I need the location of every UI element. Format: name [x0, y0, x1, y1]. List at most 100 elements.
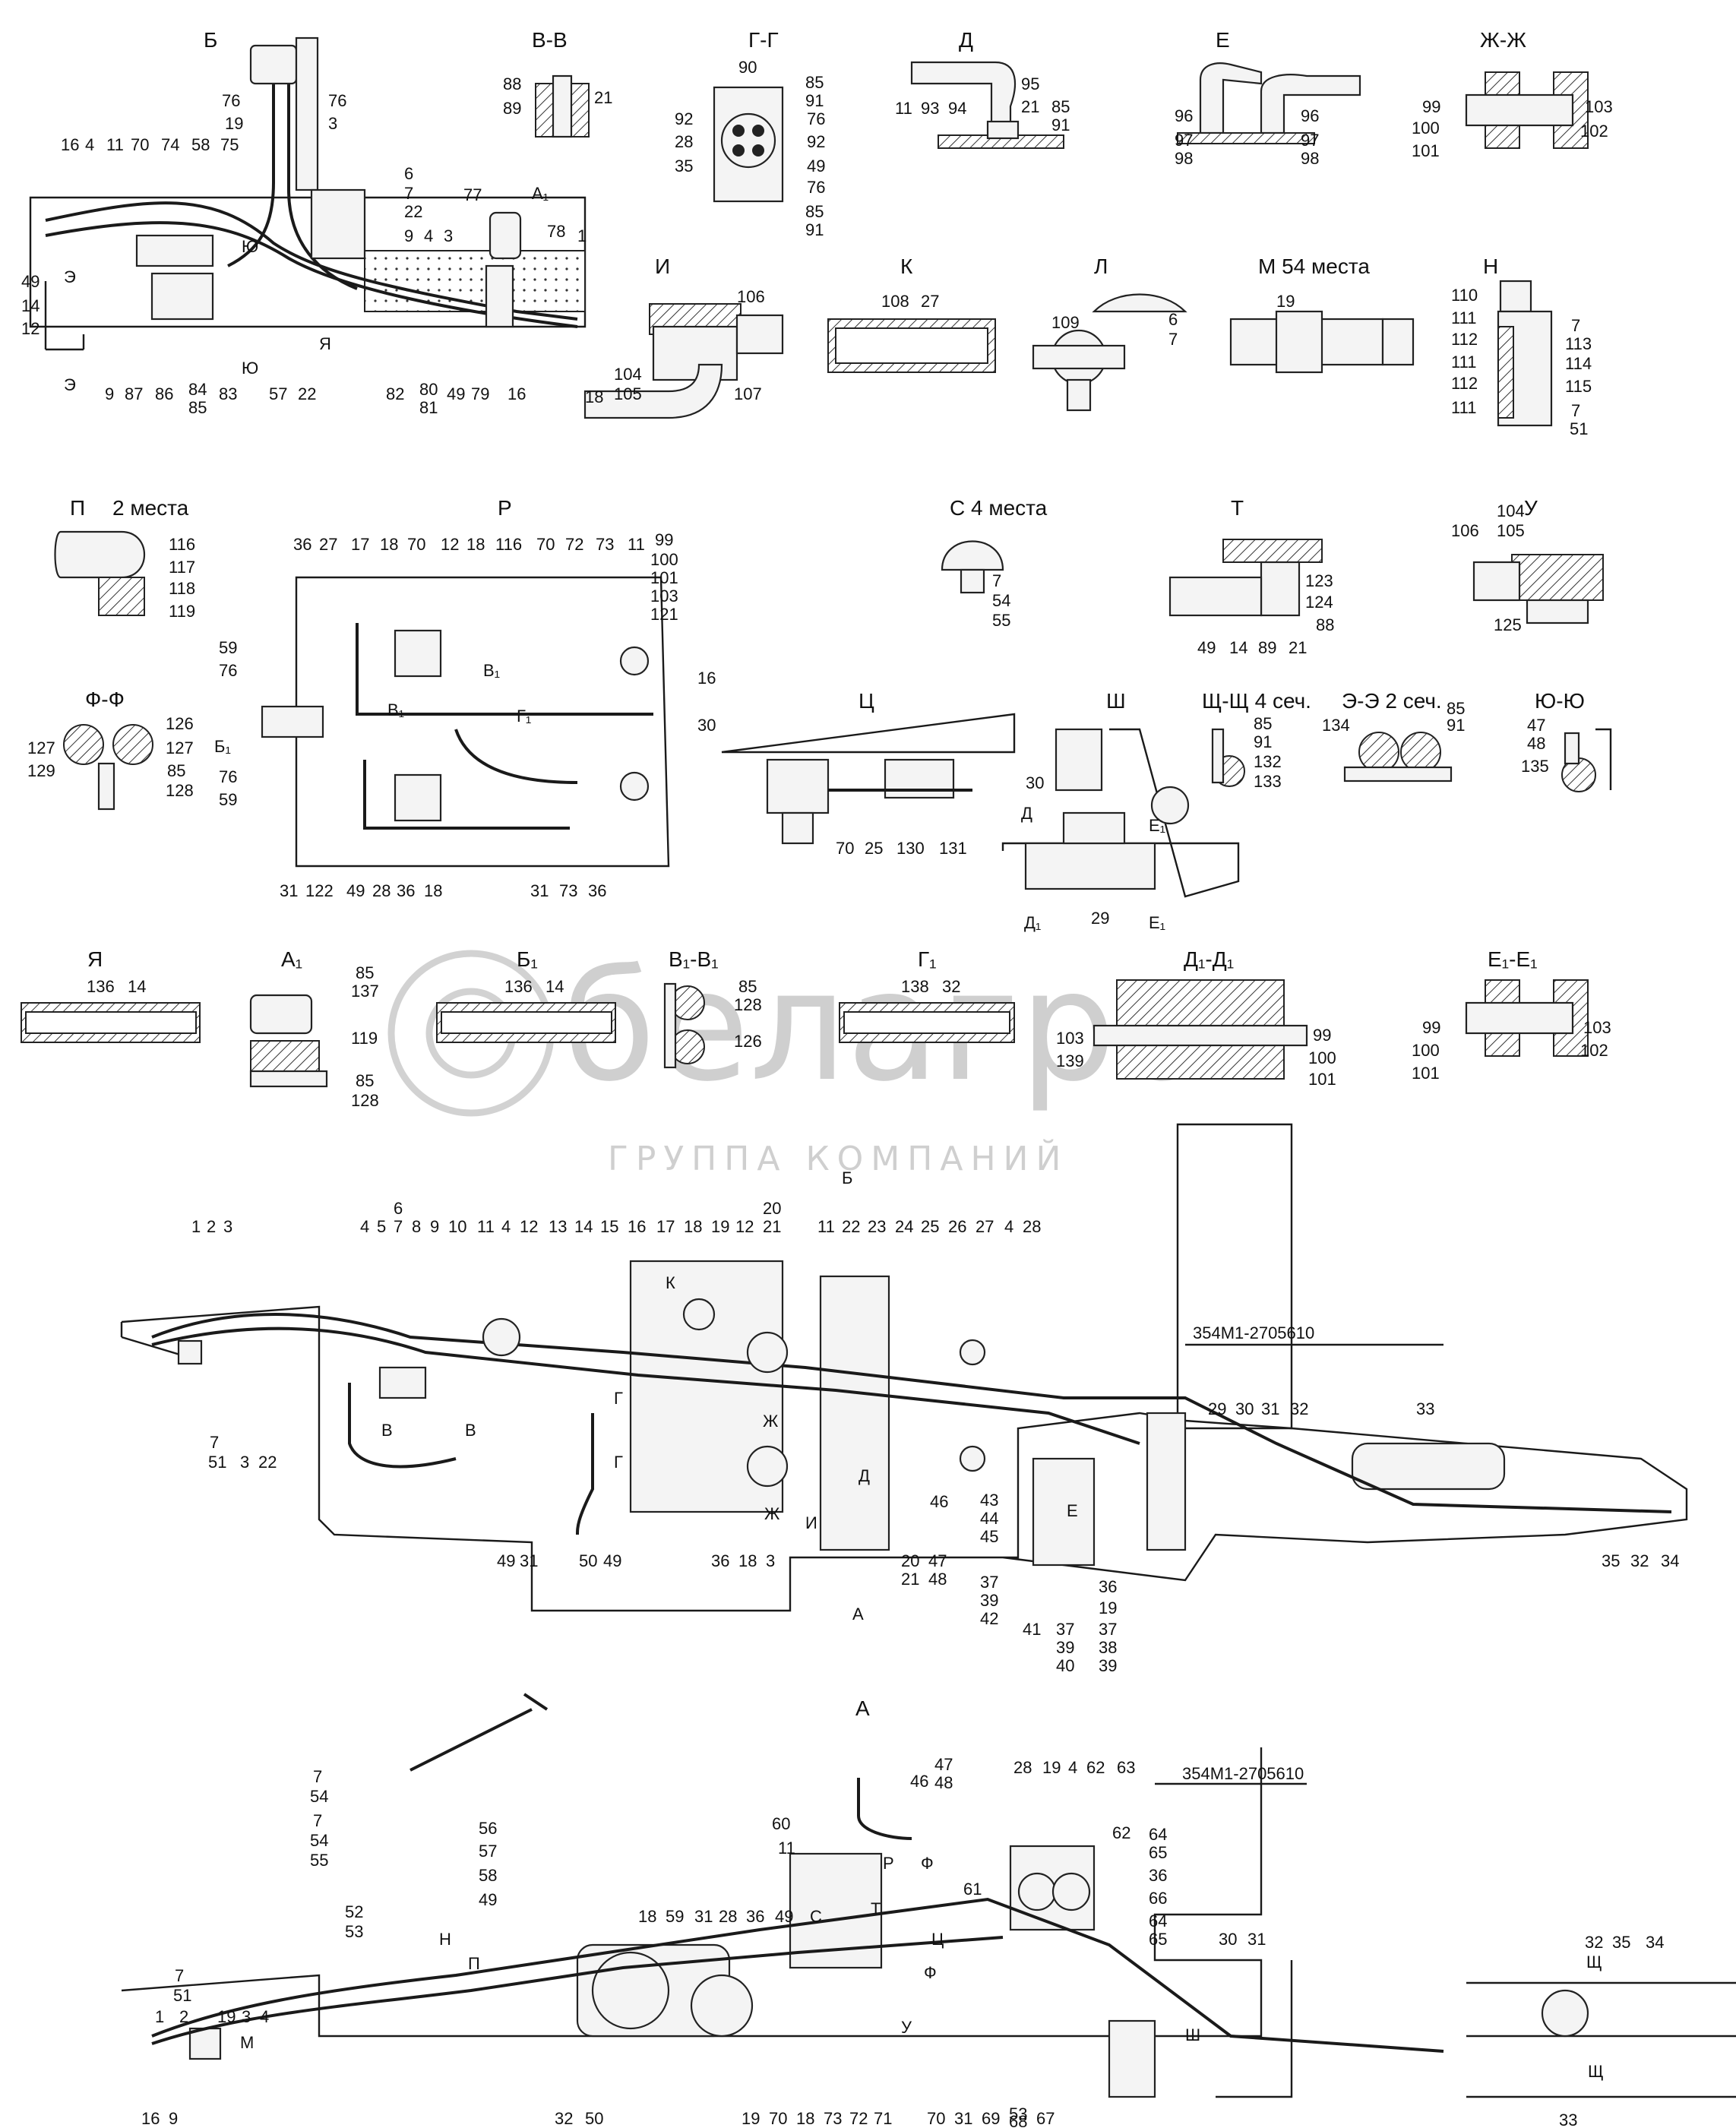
svg-text:28: 28	[675, 132, 693, 151]
svg-text:17: 17	[351, 535, 369, 554]
view-d-title: Д	[959, 28, 973, 52]
svg-text:32: 32	[1630, 1551, 1649, 1570]
svg-text:49: 49	[447, 384, 465, 403]
svg-text:102: 102	[1580, 1041, 1608, 1060]
svg-text:76: 76	[328, 91, 346, 110]
svg-text:18: 18	[585, 387, 603, 406]
svg-text:Я: Я	[319, 334, 331, 353]
svg-text:7: 7	[404, 184, 413, 203]
svg-text:2: 2	[179, 2007, 188, 2026]
svg-text:47: 47	[934, 1755, 953, 1774]
svg-text:14: 14	[1229, 638, 1247, 657]
svg-text:136: 136	[87, 977, 115, 996]
svg-text:33: 33	[1416, 1399, 1434, 1418]
svg-text:27: 27	[921, 292, 939, 311]
svg-text:27: 27	[976, 1217, 994, 1236]
svg-text:122: 122	[305, 881, 334, 900]
svg-text:72: 72	[849, 2109, 868, 2128]
svg-text:25: 25	[865, 839, 883, 858]
svg-text:70: 70	[131, 135, 149, 154]
view-ts-title: Ц	[859, 689, 874, 713]
svg-text:39: 39	[1056, 1638, 1074, 1657]
svg-text:88: 88	[503, 74, 521, 93]
svg-text:98: 98	[1301, 149, 1319, 168]
svg-text:54: 54	[310, 1831, 328, 1850]
svg-text:9: 9	[404, 226, 413, 245]
view-sh-title: Ш	[1106, 689, 1126, 713]
svg-text:57: 57	[269, 384, 287, 403]
lower-part-number: 354М1-2705610	[1182, 1764, 1304, 1783]
svg-text:65: 65	[1149, 1930, 1167, 1949]
svg-text:127: 127	[27, 738, 55, 757]
svg-text:32: 32	[1585, 1933, 1603, 1952]
svg-text:49: 49	[479, 1890, 497, 1909]
svg-text:115: 115	[1565, 377, 1592, 396]
svg-text:103: 103	[1583, 1018, 1611, 1037]
view-i-title: И	[655, 255, 670, 278]
svg-text:85: 85	[805, 73, 824, 92]
svg-text:82: 82	[386, 384, 404, 403]
svg-text:101: 101	[1412, 1064, 1440, 1083]
view-r-title: Р	[498, 496, 512, 520]
svg-text:130: 130	[896, 839, 925, 858]
svg-text:86: 86	[155, 384, 173, 403]
svg-text:36: 36	[746, 1907, 764, 1926]
svg-text:124: 124	[1305, 593, 1333, 612]
svg-text:137: 137	[351, 982, 379, 1001]
svg-text:103: 103	[1056, 1029, 1084, 1048]
svg-text:1: 1	[577, 226, 587, 245]
svg-text:68: 68	[1009, 2112, 1027, 2128]
svg-text:77: 77	[463, 185, 482, 204]
svg-text:Е: Е	[1067, 1501, 1078, 1520]
svg-text:99: 99	[1313, 1026, 1331, 1045]
svg-text:97: 97	[1301, 131, 1319, 150]
svg-text:Г: Г	[614, 1453, 623, 1472]
svg-text:7: 7	[1168, 330, 1178, 349]
svg-text:88: 88	[1316, 615, 1334, 634]
svg-text:1: 1	[191, 1217, 201, 1236]
svg-text:73: 73	[559, 881, 577, 900]
svg-text:92: 92	[675, 109, 693, 128]
svg-text:37: 37	[980, 1573, 998, 1592]
svg-text:7: 7	[992, 571, 1001, 590]
svg-text:85: 85	[805, 202, 824, 221]
svg-text:55: 55	[310, 1851, 328, 1870]
svg-text:87: 87	[125, 384, 143, 403]
view-yuyu-title: Ю-Ю	[1535, 689, 1585, 713]
svg-text:Р: Р	[883, 1854, 894, 1873]
svg-text:Б: Б	[842, 1168, 852, 1187]
svg-text:7: 7	[1571, 316, 1580, 335]
svg-text:4: 4	[1068, 1758, 1077, 1777]
svg-text:22: 22	[258, 1453, 277, 1472]
svg-text:128: 128	[734, 995, 762, 1014]
svg-text:100: 100	[1308, 1048, 1336, 1067]
svg-text:30: 30	[1235, 1399, 1254, 1418]
svg-text:101: 101	[1308, 1070, 1336, 1089]
svg-text:36: 36	[293, 535, 311, 554]
svg-text:126: 126	[734, 1032, 762, 1051]
svg-text:96: 96	[1301, 106, 1319, 125]
svg-text:70: 70	[836, 839, 854, 858]
svg-text:11: 11	[778, 1839, 795, 1858]
svg-text:К: К	[666, 1273, 675, 1292]
svg-text:36: 36	[588, 881, 606, 900]
svg-text:96: 96	[1175, 106, 1193, 125]
svg-text:31: 31	[280, 881, 298, 900]
svg-text:12: 12	[441, 535, 459, 554]
view-e-title: Е	[1216, 28, 1230, 52]
svg-text:49: 49	[1197, 638, 1216, 657]
svg-text:34: 34	[1661, 1551, 1679, 1570]
svg-text:51: 51	[208, 1453, 226, 1472]
svg-text:84: 84	[188, 380, 207, 399]
svg-text:79: 79	[471, 384, 489, 403]
svg-text:107: 107	[734, 384, 762, 403]
svg-text:133: 133	[1254, 772, 1282, 791]
watermark-tagline: ГРУППА КОМПАНИЙ	[608, 1138, 1068, 1178]
svg-text:27: 27	[319, 535, 337, 554]
svg-text:70: 70	[407, 535, 425, 554]
